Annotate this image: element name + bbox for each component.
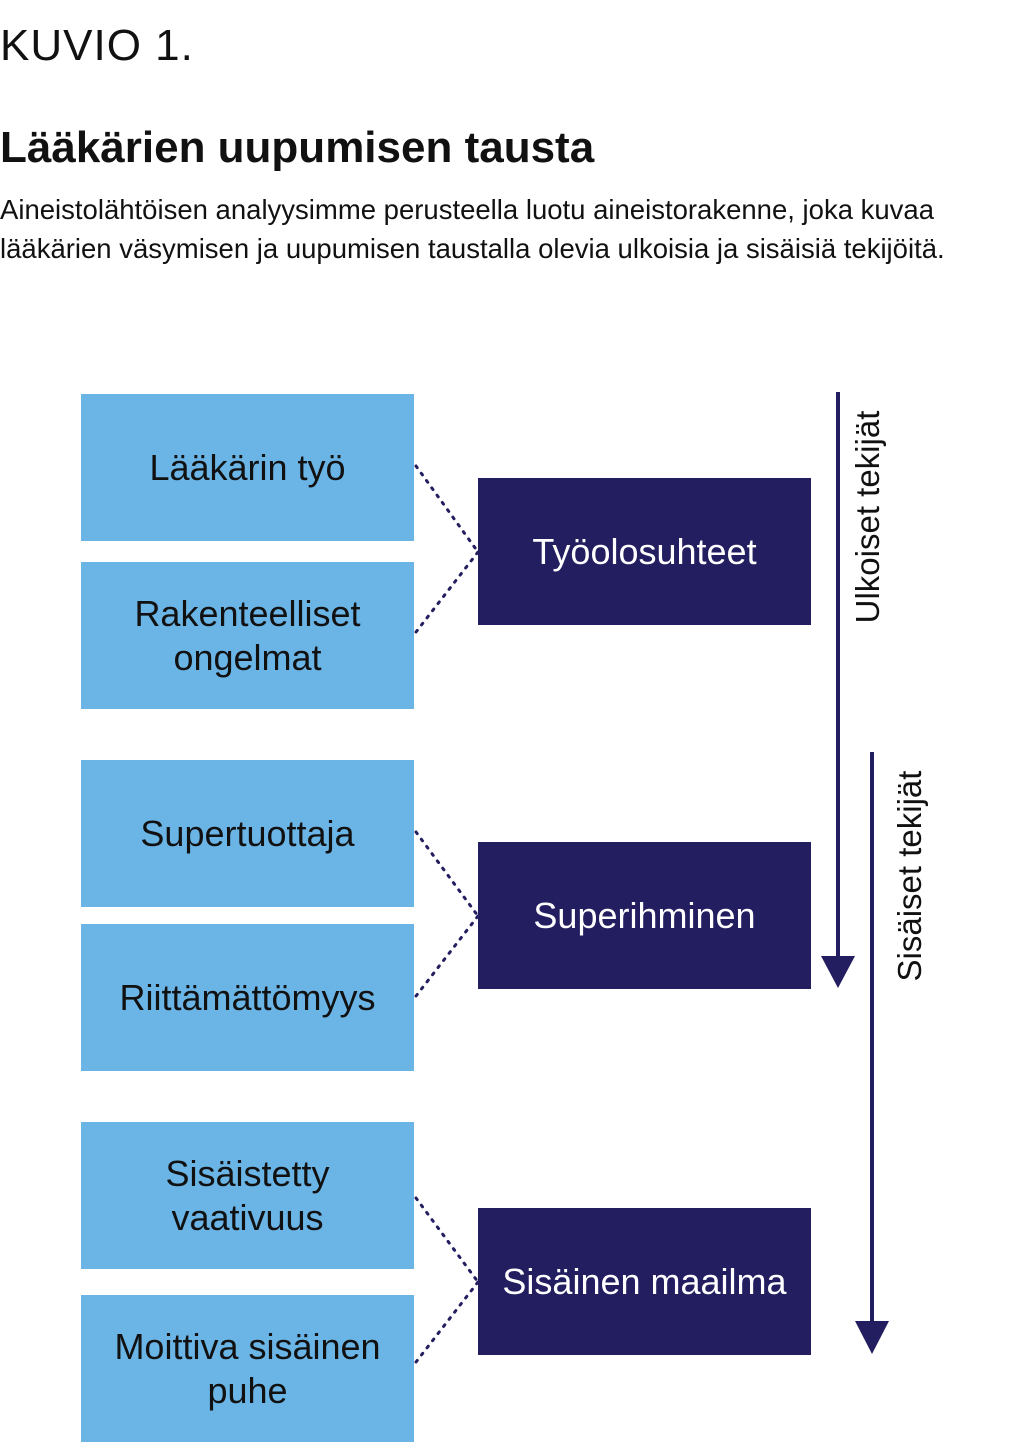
box-laakarin-tyo: Lääkärin työ xyxy=(81,394,414,541)
figure-title: Lääkärien uupumisen tausta xyxy=(0,123,595,172)
connector-3b xyxy=(414,1280,480,1364)
connector-3a xyxy=(414,1196,480,1284)
external-arrow-head xyxy=(821,956,855,988)
box-label: Supertuottaja xyxy=(140,812,355,854)
figure-label: KUVIO 1. xyxy=(0,21,194,70)
category-label: Superihminen xyxy=(533,894,756,936)
connector-2a xyxy=(414,830,480,918)
box-label: Sisäistetty vaativuus xyxy=(165,1152,330,1238)
external-factors-label: Ulkoiset tekijät xyxy=(849,410,886,624)
box-label: Rakenteelliset ongelmat xyxy=(134,592,361,678)
box-rakenteelliset-ongelmat: Rakenteelliset ongelmat xyxy=(81,562,414,709)
box-label: Riittämättömyys xyxy=(119,976,376,1018)
internal-factors-label: Sisäiset tekijät xyxy=(891,770,928,982)
figure-description: Aineistolähtöisen analyysimme perusteell… xyxy=(0,194,945,264)
box-supertuottaja: Supertuottaja xyxy=(81,760,414,907)
connector-1b xyxy=(414,550,480,634)
connector-2b xyxy=(414,914,480,998)
category-label: Työolosuhteet xyxy=(532,530,757,572)
box-sisaistetty-vaativuus: Sisäistetty vaativuus xyxy=(81,1122,414,1269)
internal-arrow-head xyxy=(855,1321,889,1354)
box-label: Lääkärin työ xyxy=(149,446,346,488)
box-riittamattomyys: Riittämättömyys xyxy=(81,924,414,1071)
category-label: Sisäinen maailma xyxy=(502,1260,787,1302)
box-label: Moittiva sisäinen puhe xyxy=(114,1325,381,1411)
category-sisainen-maailma: Sisäinen maailma xyxy=(478,1208,811,1355)
box-moittiva-sisainen-puhe: Moittiva sisäinen puhe xyxy=(81,1295,414,1442)
category-tyoolosuhteet: Työolosuhteet xyxy=(478,478,811,625)
category-superihminen: Superihminen xyxy=(478,842,811,989)
connector-1a xyxy=(414,464,480,554)
